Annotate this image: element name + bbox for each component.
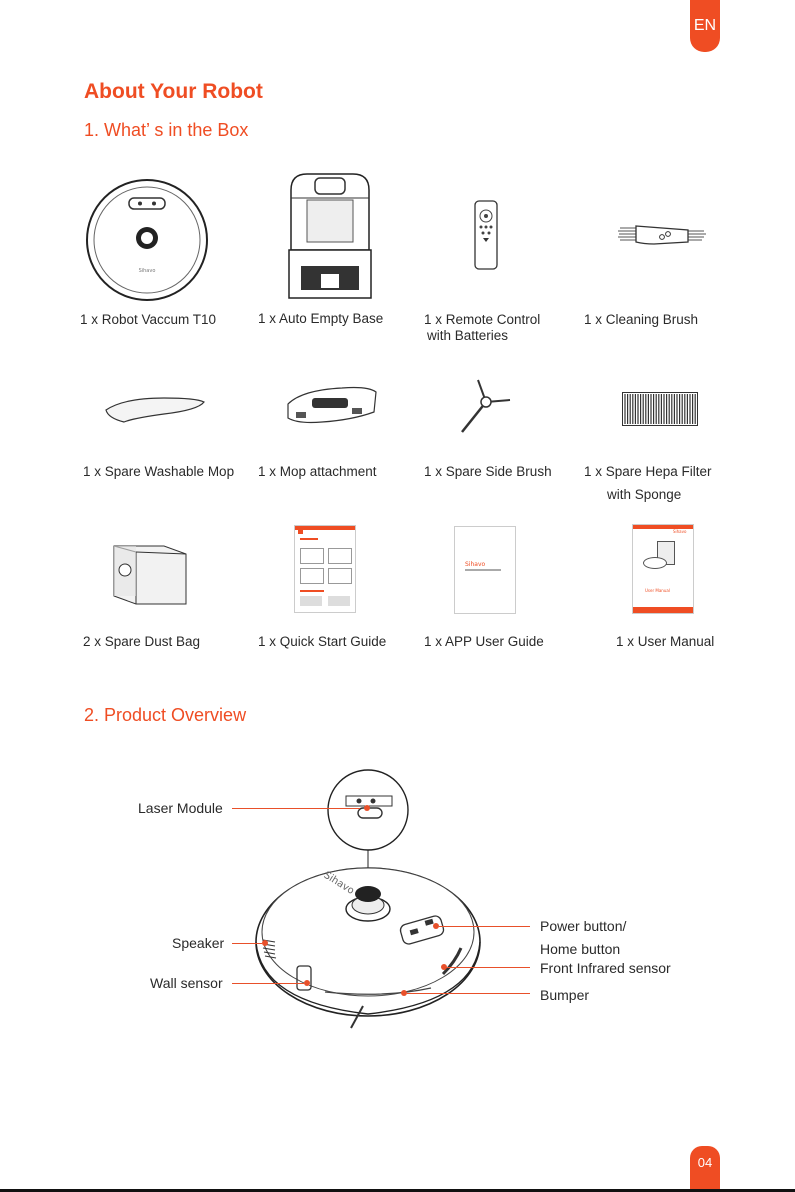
manual-cover-title: User Manual [645, 588, 670, 593]
callout-speaker: Speaker [172, 935, 225, 951]
page-title: About Your Robot [84, 80, 263, 103]
callout-wall-sensor: Wall sensor [150, 975, 223, 991]
manual-logo: Sihavo [673, 529, 687, 534]
remote-control-illustration [474, 200, 498, 270]
box-item-label-hepa: 1 x Spare Hepa Filter [584, 464, 712, 479]
washable-mop-illustration [105, 397, 205, 423]
dust-bag-illustration [113, 545, 187, 605]
robot-logo-text: Sihavo [139, 268, 156, 274]
infrared-callout-dot [441, 964, 447, 970]
cleaning-brush-illustration [618, 225, 706, 245]
side-brush-illustration [461, 379, 511, 433]
auto-empty-base-illustration [288, 173, 372, 299]
section-heading-box: 1. What’ s in the Box [84, 120, 249, 140]
infrared-callout-line [447, 967, 530, 968]
language-tab: EN [690, 0, 720, 52]
user-manual-illustration: Sihavo User Manual [632, 524, 694, 614]
page-number: 04 [690, 1146, 720, 1192]
box-item-label-robot: 1 x Robot Vaccum T10 [80, 312, 217, 327]
bottom-rule [0, 1189, 795, 1192]
callout-bumper: Bumper [540, 987, 590, 1003]
box-item-label-quick-start: 1 x Quick Start Guide [258, 634, 387, 649]
mop-attachment-illustration [287, 386, 377, 424]
callout-front-infrared: Front Infrared sensor [540, 960, 671, 976]
hepa-filter-illustration [622, 392, 698, 426]
box-item-label-base: 1 x Auto Empty Base [258, 311, 384, 326]
speaker-callout-dot [262, 940, 268, 946]
callout-home-button: Home button [540, 941, 621, 957]
box-item-label-dust-bag: 2 x Spare Dust Bag [83, 634, 201, 649]
robot-vacuum-illustration: Sihavo [86, 179, 208, 301]
box-item-label-side-brush: 1 x Spare Side Brush [424, 464, 552, 479]
wall-callout-dot [304, 980, 310, 986]
box-item-label-hepa-2: with Sponge [607, 487, 682, 502]
box-item-label-cleaning-brush: 1 x Cleaning Brush [584, 312, 699, 327]
laser-callout-line [232, 808, 360, 809]
box-item-label-mop: 1 x Spare Washable Mop [83, 464, 235, 479]
box-item-label-user-manual: 1 x User Manual [616, 634, 715, 649]
app-guide-logo: Sihavo [465, 561, 486, 568]
section-heading-overview: 2. Product Overview [84, 705, 247, 725]
power-callout-line [439, 926, 530, 927]
callout-laser-module: Laser Module [138, 800, 223, 816]
box-item-label-remote-2: with Batteries [427, 328, 509, 343]
speaker-callout-line [232, 943, 262, 944]
box-item-label-app-guide: 1 x APP User Guide [424, 634, 544, 649]
box-item-label-remote: 1 x Remote Control [424, 312, 541, 327]
quick-start-guide-illustration [294, 525, 356, 613]
callout-power-button: Power button/ [540, 918, 627, 934]
laser-callout-dot [364, 805, 370, 811]
bumper-callout-line [407, 993, 530, 994]
power-callout-dot [433, 923, 439, 929]
app-user-guide-illustration: Sihavo [454, 526, 516, 614]
wall-callout-line [232, 983, 304, 984]
product-overview-illustration: Sihavo [255, 769, 481, 1029]
bumper-callout-dot [401, 990, 407, 996]
box-item-label-mop-attachment: 1 x Mop attachment [258, 464, 377, 479]
